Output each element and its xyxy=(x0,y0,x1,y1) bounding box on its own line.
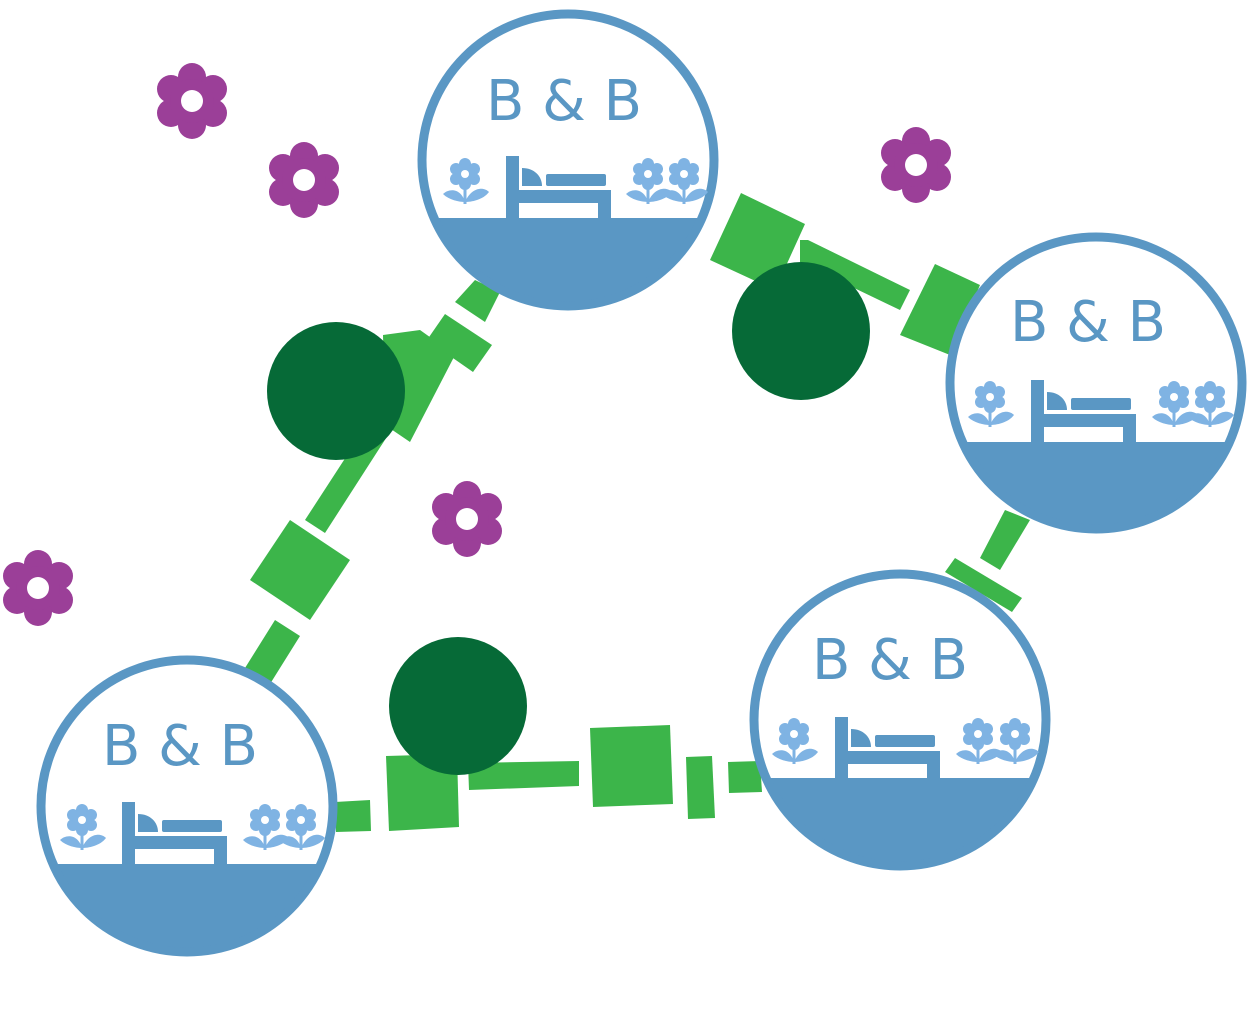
node-label: B & B xyxy=(486,69,642,134)
path-block xyxy=(980,510,1030,570)
path-block xyxy=(245,620,300,684)
ground xyxy=(950,442,1242,529)
wild-flower-icon xyxy=(157,63,227,139)
node-label: B & B xyxy=(812,628,968,693)
node-ring xyxy=(749,569,1051,871)
wild-flower-icon xyxy=(269,142,339,218)
path-block xyxy=(590,725,673,807)
wild-flower-icon xyxy=(432,481,502,557)
path-block xyxy=(686,756,715,819)
path-block xyxy=(250,520,350,620)
bnb-node-bottom-right[interactable]: B & B xyxy=(745,569,1065,888)
path-block xyxy=(728,761,762,793)
path-block xyxy=(468,761,579,790)
path-right-to-br xyxy=(945,510,1030,612)
tree-icon xyxy=(267,322,405,460)
path-block xyxy=(900,264,980,355)
ground xyxy=(41,864,333,952)
tree-icon xyxy=(732,262,870,400)
tree-icon xyxy=(389,637,527,775)
path-bl-to-br xyxy=(335,725,762,832)
wild-flower-icon xyxy=(881,127,951,203)
bnb-node-bottom-left[interactable]: B & B xyxy=(30,655,350,974)
node-label: B & B xyxy=(102,714,258,779)
ground xyxy=(754,778,1046,866)
bnb-node-right[interactable]: B & B xyxy=(940,232,1256,552)
node-ring xyxy=(417,9,719,311)
path-block xyxy=(335,800,371,832)
bnb-node-top[interactable]: B & B xyxy=(410,9,730,328)
path-block xyxy=(800,240,910,310)
path-block xyxy=(455,280,500,322)
path-block xyxy=(945,558,1022,612)
node-label: B & B xyxy=(1010,290,1166,355)
path-block xyxy=(386,754,459,831)
path-block xyxy=(427,314,492,372)
ground xyxy=(422,218,714,306)
node-ring xyxy=(945,232,1247,534)
node-ring xyxy=(36,655,338,957)
wild-flower-icon xyxy=(3,550,73,626)
